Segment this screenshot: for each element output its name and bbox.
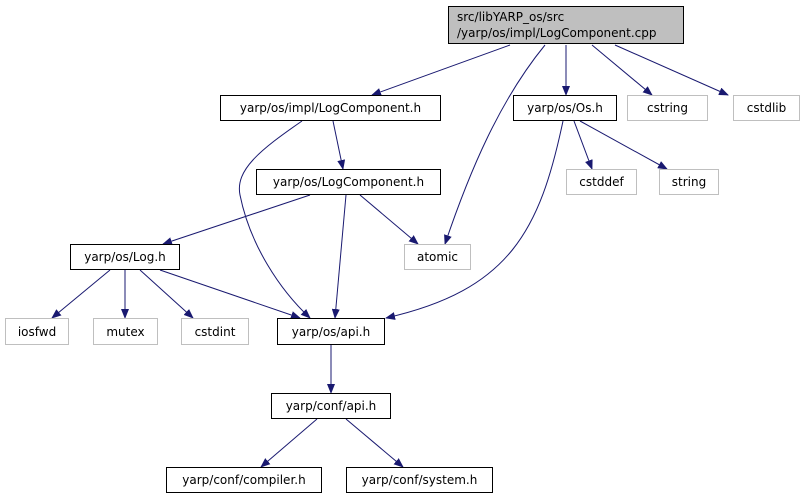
edge-confapi-system	[345, 418, 404, 468]
node-conf-system[interactable]: yarp/conf/system.h	[346, 467, 493, 493]
root-file-path-line2: /yarp/os/impl/LogComponent.cpp	[457, 26, 657, 40]
node-mutex: mutex	[93, 318, 158, 345]
edge-root-cstdlib	[614, 44, 729, 96]
node-iosfwd: iosfwd	[5, 318, 69, 345]
node-cstdlib: cstdlib	[733, 95, 800, 121]
edge-logcomp-log	[162, 194, 311, 245]
edge-logcomp-atomic	[359, 194, 419, 245]
edge-os-cstddef	[573, 120, 593, 170]
edge-log-cstdint	[139, 269, 194, 319]
node-cstring: cstring	[627, 95, 708, 121]
edge-log-api	[159, 269, 301, 319]
edge-logcomp-api	[331, 194, 347, 319]
node-cstddef: cstddef	[566, 169, 637, 195]
edge-root-atomic	[444, 44, 546, 245]
node-log-h[interactable]: yarp/os/Log.h	[70, 244, 180, 270]
node-string: string	[659, 169, 719, 195]
root-file-path-line1: src/libYARP_os/src	[457, 10, 565, 24]
edge-root-cstring	[591, 44, 653, 96]
edge-os-api	[385, 120, 564, 320]
node-conf-api[interactable]: yarp/conf/api.h	[271, 393, 391, 419]
node-logcomponent[interactable]: yarp/os/LogComponent.h	[256, 169, 441, 195]
edge-confapi-compiler	[260, 418, 318, 468]
edge-os-string	[579, 120, 668, 170]
edge-root-impl	[371, 44, 511, 96]
node-atomic: atomic	[404, 244, 471, 270]
edge-log-iosfwd	[51, 269, 111, 319]
node-os-h[interactable]: yarp/os/Os.h	[513, 95, 617, 121]
node-cstdint: cstdint	[181, 318, 249, 345]
root-file-node[interactable]: src/libYARP_os/src /yarp/os/impl/LogComp…	[448, 6, 684, 44]
edge-impl-logcomp	[332, 120, 346, 170]
node-os-api[interactable]: yarp/os/api.h	[277, 318, 385, 345]
node-conf-compiler[interactable]: yarp/conf/compiler.h	[166, 467, 322, 493]
node-impl-logcomponent[interactable]: yarp/os/impl/LogComponent.h	[220, 95, 441, 121]
edge-impl-api	[238, 120, 311, 319]
